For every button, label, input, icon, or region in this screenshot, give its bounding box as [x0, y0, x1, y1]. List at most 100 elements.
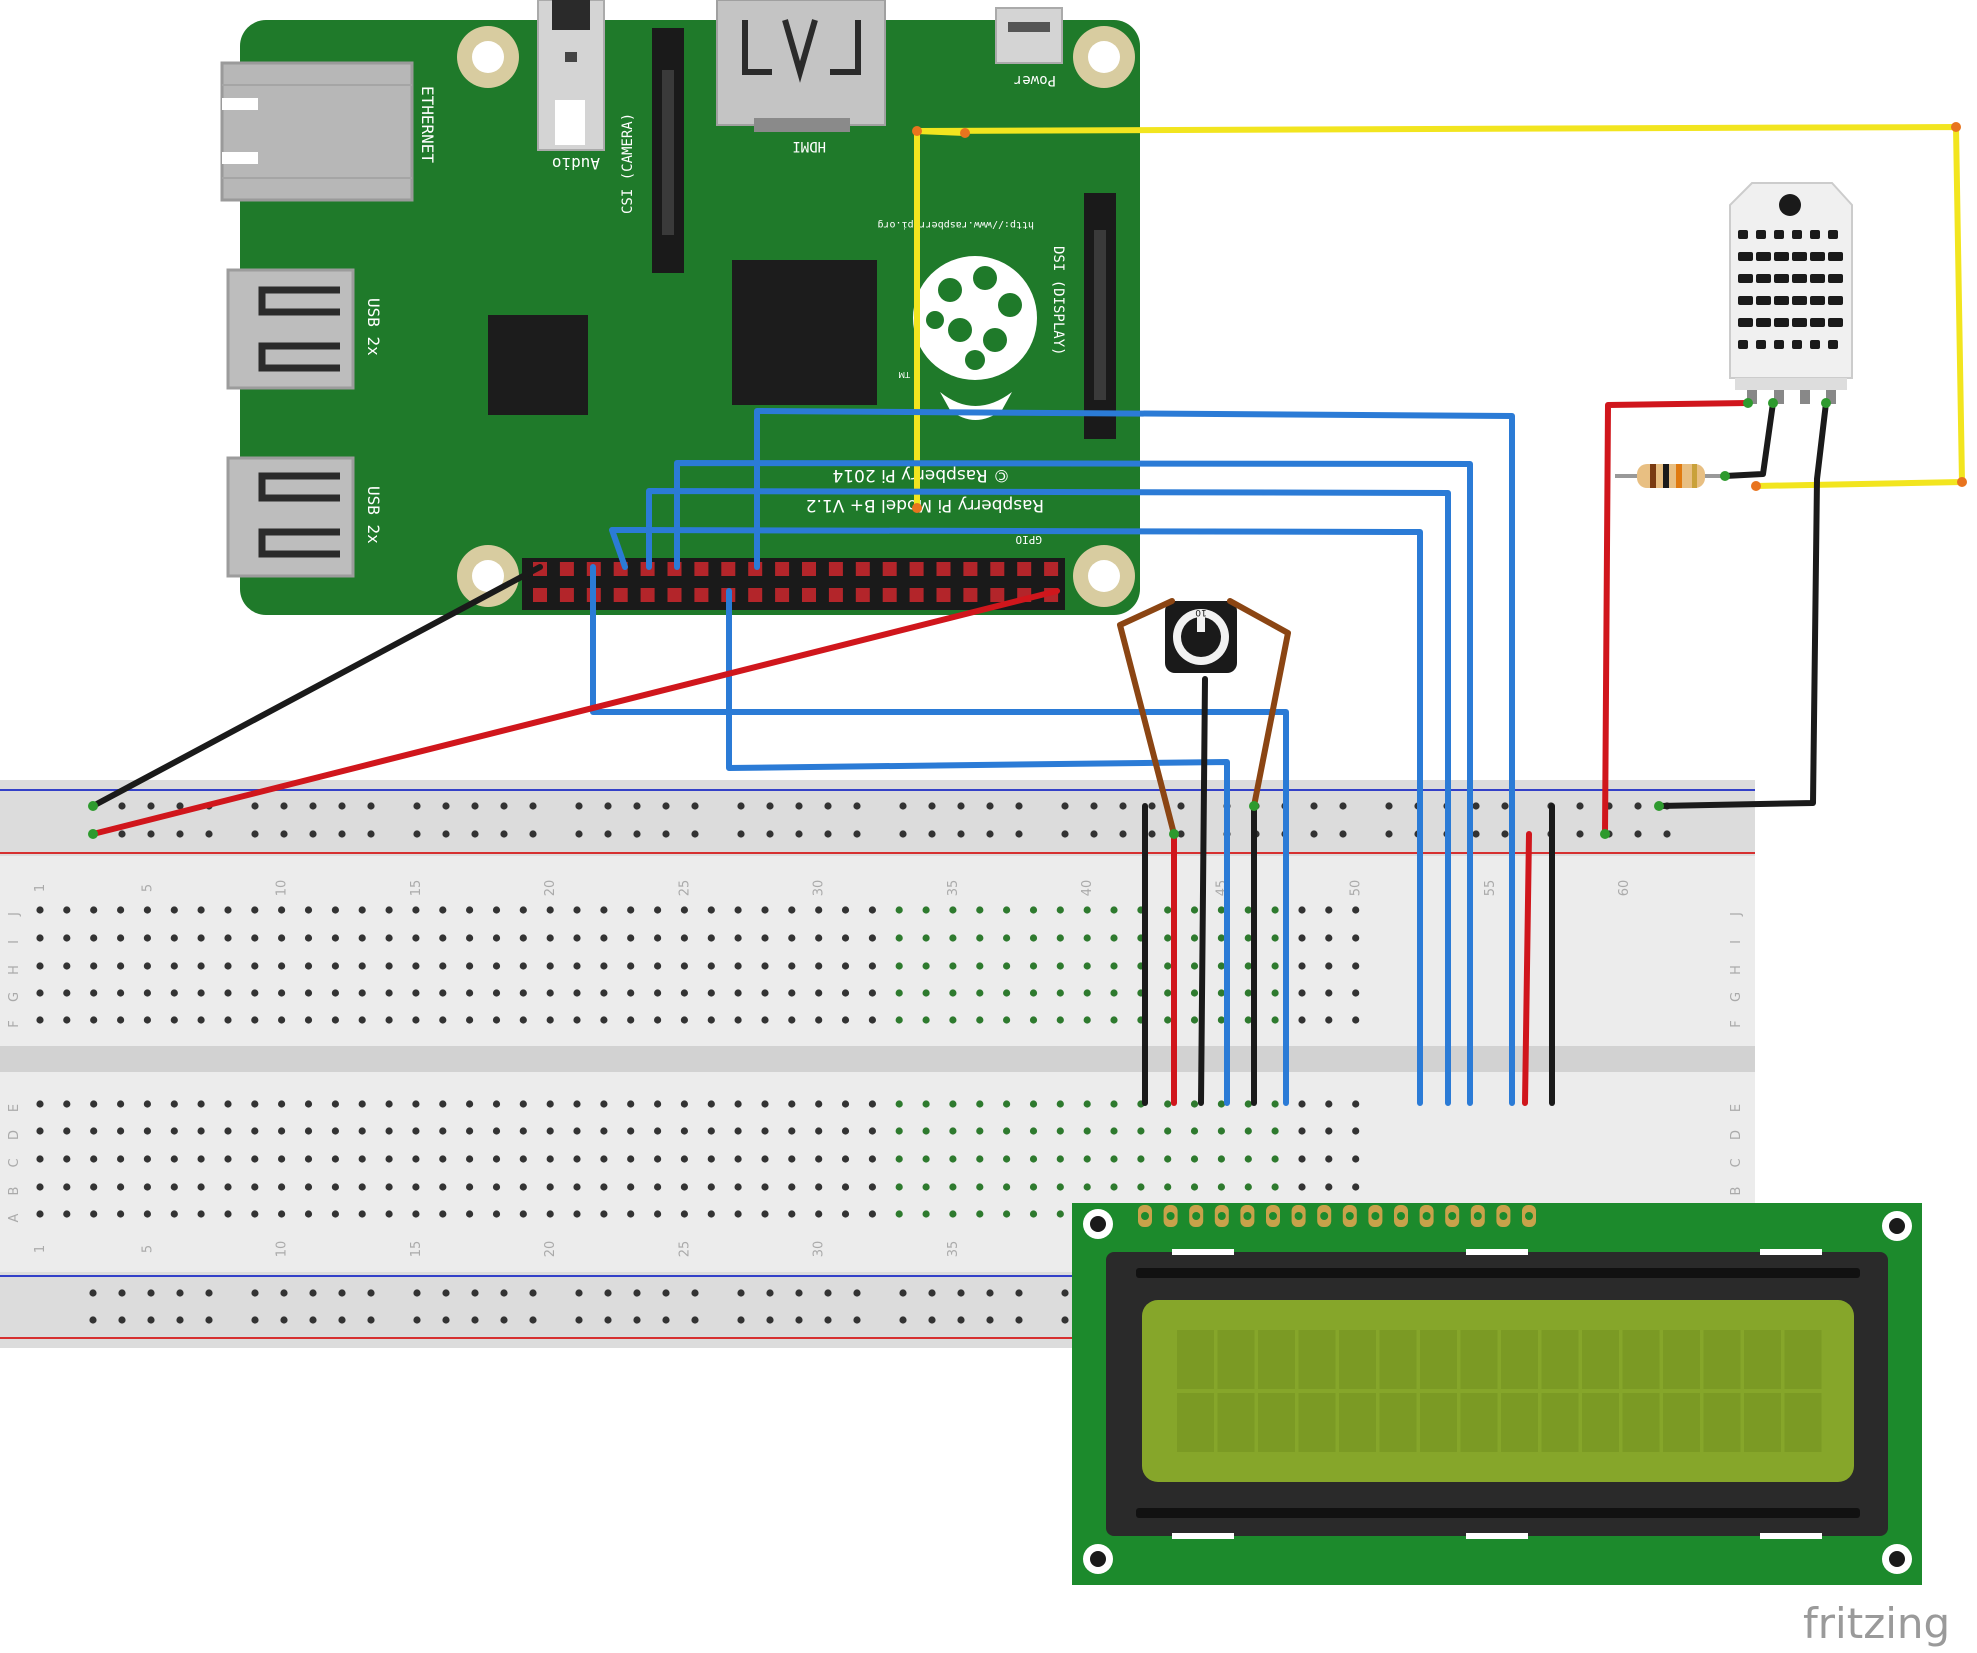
lcd-character-cell [1339, 1330, 1376, 1389]
breadboard-hole [841, 934, 850, 942]
lcd-character-cell [1339, 1393, 1376, 1452]
lcd-pin-hole [1166, 1212, 1175, 1220]
breadboard-hole [1217, 962, 1225, 970]
rail-hole [1310, 802, 1318, 810]
ethernet-port [220, 61, 414, 202]
breadboard-hole [1298, 1016, 1306, 1024]
breadboard-hole [304, 962, 313, 970]
hdmi-port [716, 0, 886, 132]
rail-hole [413, 830, 421, 838]
breadboard-hole [1110, 1127, 1118, 1135]
dht-grille-slot [1828, 252, 1843, 261]
breadboard-hole [63, 962, 71, 970]
gpio-pin [909, 562, 924, 576]
breadboard-hole [224, 1210, 232, 1218]
bottom-column-number: 20 [543, 1241, 558, 1258]
breadboard-hole [1003, 1016, 1011, 1024]
rail-hole [176, 802, 184, 810]
dht-grille-slot [1738, 274, 1753, 283]
breadboard-hole [627, 962, 635, 970]
breadboard-hole [654, 1016, 662, 1024]
breadboard-hole [1244, 1016, 1252, 1024]
rail-hole [1385, 802, 1393, 810]
rail-hole [1090, 802, 1098, 810]
raspberry-pi-board: ETHERNET USB 2x USB 2x Audio CSI (CAMERA… [220, 0, 1140, 615]
dht-grille-slot [1810, 252, 1825, 261]
breadboard-hole [627, 989, 635, 997]
breadboard-hole [197, 1016, 205, 1024]
breadboard-hole [1083, 1127, 1091, 1135]
breadboard-hole [519, 989, 527, 997]
lcd-pin-hole [1422, 1212, 1431, 1220]
breadboard-hole [1083, 989, 1091, 997]
breadboard-hole [63, 989, 71, 997]
rail-hole [147, 830, 155, 838]
gpio-pin [855, 562, 870, 576]
breadboard-hole [197, 1183, 205, 1191]
breadboard-hole [976, 1183, 984, 1191]
rail-hole [928, 830, 936, 838]
wire-brown-pot-right [1227, 598, 1291, 809]
breadboard-hole [573, 1183, 581, 1191]
breadboard-hole [63, 906, 71, 914]
rail-hole [604, 830, 612, 838]
rail-hole [367, 1289, 375, 1297]
breadboard-hole [1003, 906, 1011, 914]
breadboard-hole [949, 906, 957, 914]
breadboard-hole [761, 989, 769, 997]
wire-end [88, 829, 98, 839]
rail-hole [176, 1316, 184, 1324]
lcd-mounting-holes [1083, 1209, 1912, 1574]
breadboard-hole [1190, 906, 1199, 914]
breadboard-hole [1056, 1100, 1064, 1108]
breadboard-hole [1056, 1127, 1064, 1135]
dht-grille-slot [1774, 340, 1784, 349]
breadboard-hole [546, 1016, 554, 1024]
lcd-character-cell [1541, 1393, 1579, 1452]
breadboard-hole [1298, 1183, 1306, 1191]
rail-hole [1061, 802, 1069, 810]
csi-camera-connector [652, 28, 684, 273]
rail-hole [986, 1289, 994, 1297]
wire-end [912, 503, 922, 513]
breadboard-hole [385, 906, 393, 914]
breadboard-hole [90, 1016, 98, 1024]
breadboard-hole [1271, 1100, 1279, 1108]
breadboard-hole [278, 1210, 286, 1218]
breadboard-hole [466, 906, 474, 914]
rail-hole [1339, 802, 1347, 810]
breadboard-hole [170, 1183, 178, 1191]
rail-hole [529, 1289, 537, 1297]
breadboard-hole [117, 1127, 125, 1135]
rail-hole [1385, 830, 1393, 838]
breadboard-hole [1352, 989, 1360, 997]
breadboard-hole [1244, 1127, 1252, 1135]
breadboard-hole [680, 1016, 689, 1024]
lcd-pin-hole [1294, 1212, 1303, 1220]
gpio-pin [963, 562, 978, 576]
row-letter: F [7, 1020, 22, 1027]
breadboard-hole [1110, 934, 1118, 942]
breadboard-hole [680, 1183, 689, 1191]
breadboard-hole [1003, 989, 1011, 997]
breadboard-hole [1003, 962, 1011, 970]
breadboard-hole [761, 1016, 769, 1024]
breadboard-hole [707, 1127, 715, 1135]
dht-grille-slot [1810, 230, 1820, 239]
dht-grille-slot [1756, 252, 1771, 261]
rail-hole [662, 802, 670, 810]
dht-grille-slot [1756, 296, 1771, 305]
breadboard-hole [680, 1127, 689, 1135]
breadboard-hole [1352, 1127, 1360, 1135]
breadboard-hole [143, 1127, 151, 1135]
gpio-pin [613, 588, 628, 602]
breadboard-hole [519, 1127, 527, 1135]
breadboard-hole [439, 1100, 447, 1108]
breadboard-hole [841, 989, 850, 997]
breadboard-hole [251, 1183, 259, 1191]
breadboard-hole [1164, 962, 1172, 970]
breadboard-hole [143, 1100, 151, 1108]
wire-end [1751, 481, 1761, 491]
gpio-pin [936, 562, 951, 576]
